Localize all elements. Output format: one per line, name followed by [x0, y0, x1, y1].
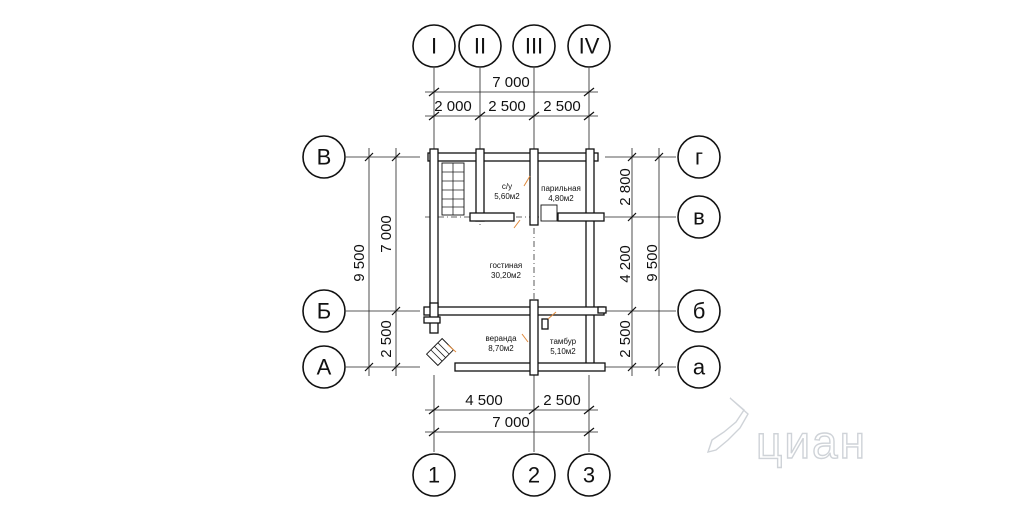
watermark-text: циан	[756, 416, 867, 468]
axis-bottom-1-marker	[412, 453, 456, 497]
axis-left-3-label: А	[317, 355, 332, 380]
watermark-icon	[706, 397, 749, 453]
axis-bottom-3-label: 3	[583, 463, 595, 488]
dim-left-total: 9 500	[351, 244, 368, 282]
room-vestibule-name: тамбур	[550, 337, 577, 346]
room-sauna-area: 4,80м2	[548, 194, 574, 203]
dim-right-part-1: 2 800	[617, 168, 634, 206]
dim-top-part-2: 2 500	[488, 98, 526, 115]
dim-bottom-part-2: 2 500	[543, 392, 581, 409]
room-sauna-name: парильная	[541, 184, 581, 193]
axis-top-1-marker	[412, 24, 456, 68]
axis-bottom-2-marker	[512, 453, 556, 497]
door-swings	[447, 175, 557, 353]
room-bathroom-area: 5,60м2	[494, 192, 520, 201]
axis-top-2-marker	[458, 24, 502, 68]
watermark-logo: циан	[706, 397, 867, 469]
axis-left-1-label: В	[317, 145, 332, 170]
axis-bottom-2-label: 2	[528, 463, 540, 488]
axis-bottom-3-marker	[567, 453, 611, 497]
room-bathroom-name: с/у	[502, 182, 512, 191]
room-living-area: 30,20м2	[491, 271, 522, 280]
axis-right-4-marker	[677, 345, 721, 389]
room-veranda-name: веранда	[485, 334, 517, 343]
room-living-name: гостиная	[490, 261, 523, 270]
dim-right-total: 9 500	[644, 244, 661, 282]
axis-left-2-marker	[302, 289, 346, 333]
axis-left-3-marker	[302, 345, 346, 389]
axis-left-1-marker	[302, 135, 346, 179]
dim-left-upper: 7 000	[378, 215, 395, 253]
axis-left-2-label: Б	[317, 299, 331, 324]
axis-top-3-marker	[512, 24, 556, 68]
axis-bottom-1-label: 1	[428, 463, 440, 488]
dimension-lines	[364, 87, 664, 437]
dim-left-lower: 2 500	[378, 320, 395, 358]
room-vestibule-area: 5,10м2	[550, 347, 576, 356]
axis-right-2-marker	[677, 195, 721, 239]
room-veranda-area: 8,70м2	[488, 344, 514, 353]
dim-bottom-total: 7 000	[492, 414, 530, 431]
walls	[423, 148, 607, 376]
axis-top-1-label: I	[431, 34, 437, 59]
axis-right-3-label: б	[693, 299, 706, 324]
axis-right-1-label: г	[695, 145, 703, 170]
dim-top-part-1: 2 000	[434, 98, 472, 115]
axis-right-1-marker	[677, 135, 721, 179]
dim-top-part-3: 2 500	[543, 98, 581, 115]
dim-right-part-3: 2 500	[617, 320, 634, 358]
axis-top-3-label: III	[525, 34, 543, 59]
axis-right-2-label: в	[693, 205, 705, 230]
dim-top-total: 7 000	[492, 74, 530, 91]
axis-right-3-marker	[677, 289, 721, 333]
axis-top-4-marker	[567, 24, 611, 68]
axis-right-4-label: а	[693, 355, 706, 380]
dim-right-part-2: 4 200	[617, 245, 634, 283]
axis-top-2-label: II	[474, 34, 486, 59]
dim-bottom-part-1: 4 500	[465, 392, 503, 409]
axis-top-4-label: IV	[579, 34, 600, 59]
